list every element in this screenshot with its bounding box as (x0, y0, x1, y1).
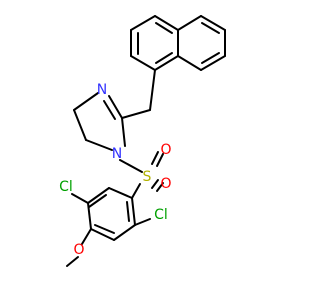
bond (154, 55, 179, 71)
bond (177, 15, 202, 31)
bond (134, 218, 151, 226)
bond (130, 55, 156, 71)
bond (87, 202, 92, 230)
bond (151, 179, 159, 189)
bond (119, 159, 143, 173)
bond (90, 228, 115, 241)
bond (85, 139, 113, 151)
naphthalene-group (130, 15, 226, 71)
bond (73, 92, 99, 111)
atom-oxygen-methoxy: O (73, 242, 84, 258)
imidazoline-ring (73, 92, 126, 151)
atom-n-amine: N (112, 146, 122, 162)
bond (149, 69, 156, 111)
bond (121, 117, 126, 147)
atom-oxygen-top: O (160, 142, 171, 158)
bond (81, 228, 92, 245)
bond (155, 52, 173, 64)
bond (108, 187, 133, 199)
bond (156, 153, 164, 167)
bond (201, 22, 220, 34)
bond (177, 55, 202, 71)
atom-sulfur: S (143, 169, 152, 185)
bond (121, 109, 151, 119)
bond (88, 194, 107, 208)
bond (73, 109, 87, 141)
bond (71, 193, 89, 204)
bond (130, 15, 156, 31)
bond (154, 15, 179, 31)
bond (200, 55, 226, 71)
bond (113, 224, 136, 241)
atom-oxygen-bottom: O (160, 176, 171, 192)
molecule-structure: N N S O O Cl Cl O (59, 15, 226, 267)
aryl-ring (87, 187, 136, 241)
bond (94, 224, 115, 234)
bond (151, 151, 159, 165)
bond (108, 95, 123, 119)
bond (126, 201, 130, 222)
bond (131, 197, 136, 226)
bond (155, 22, 173, 34)
atom-chlorine-left: Cl (59, 179, 73, 195)
atom-chlorine-right: Cl (154, 207, 168, 223)
bond (103, 100, 116, 120)
atom-n-imine: N (97, 82, 107, 98)
bond (131, 183, 141, 199)
bond (87, 187, 110, 204)
bond (156, 182, 164, 192)
bond (66, 256, 79, 267)
bond (200, 15, 226, 31)
bond (201, 52, 220, 64)
structure-canvas: N N S O O Cl Cl O (59, 15, 226, 267)
